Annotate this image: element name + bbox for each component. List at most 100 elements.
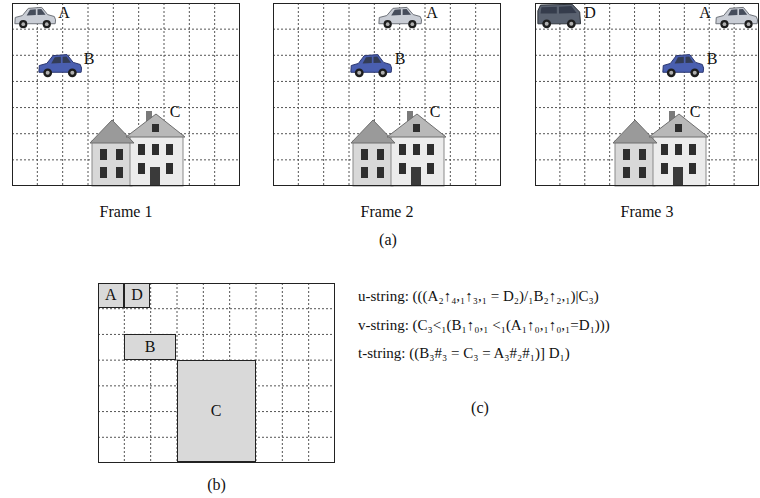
car-wheel [19, 20, 27, 28]
house-window [623, 167, 630, 178]
string-notation: v-string: (C₃<₁(B₁↑₀,₁ <₁(A₁↑₀,₁↑₀,₁=D₁)… [358, 317, 610, 334]
object-label: B [707, 50, 718, 68]
car-wheel [43, 20, 51, 28]
frame-grid: Frame 3 [535, 3, 759, 186]
house-window [377, 167, 384, 178]
grid-line [37, 3, 38, 186]
car-window [63, 56, 71, 63]
grid-lines [12, 3, 240, 186]
figure-caption: Frame 2 [274, 203, 500, 221]
grid-line [298, 3, 299, 186]
house-window [377, 149, 384, 160]
car-hub [381, 71, 385, 75]
grid-line [12, 29, 240, 30]
house-window [661, 144, 668, 155]
grid-line [535, 107, 759, 108]
house-window [675, 124, 682, 132]
house-window [689, 163, 696, 174]
house-wall [92, 141, 132, 186]
car-icon [379, 7, 422, 28]
car-wheel [378, 68, 387, 77]
object-label: A [699, 4, 711, 22]
grid-line [734, 3, 735, 186]
frame-grid: Frame 2 [273, 3, 501, 186]
grid-line [349, 3, 350, 186]
location-grid: (b)ADBC [98, 283, 335, 463]
car-wheel [43, 68, 52, 77]
car-icon [351, 55, 392, 78]
car-wheel [384, 20, 392, 28]
car-window [675, 57, 684, 64]
car-wheel [567, 19, 576, 28]
grid-line [12, 55, 240, 56]
grid-line [124, 283, 125, 463]
house-window [100, 167, 107, 178]
house-window [639, 149, 646, 160]
grid-line [88, 3, 89, 186]
car-hub [386, 22, 390, 26]
grid-line [559, 3, 560, 186]
house-wall [615, 141, 655, 186]
car-wheel [542, 19, 551, 28]
grid-line [535, 81, 759, 82]
house-icon [351, 111, 446, 186]
car-window [559, 6, 577, 13]
car-hub [693, 71, 697, 75]
car-wheel [744, 20, 752, 28]
car-hub [669, 71, 673, 75]
house-door [411, 167, 421, 186]
car-window [38, 9, 46, 15]
grid-lines [273, 3, 501, 186]
car-hub [70, 71, 74, 75]
grid-line [62, 3, 63, 186]
object-label: C [430, 103, 441, 121]
object-label: A [426, 4, 438, 22]
object-box: C [177, 360, 256, 463]
car-hub [46, 71, 50, 75]
grid-line [273, 29, 501, 30]
grid-line [475, 3, 476, 186]
car-window [27, 9, 36, 15]
grid-line [584, 3, 585, 186]
grid-line [323, 3, 324, 186]
grid-line [609, 3, 610, 186]
grid-line [273, 81, 501, 82]
house-window [689, 144, 696, 155]
house-window [116, 167, 123, 178]
house-window [675, 144, 682, 155]
grid-lines [535, 3, 759, 186]
car-window [363, 57, 372, 64]
frame-grid: Frame 1 [12, 3, 240, 186]
grid-line [214, 3, 215, 186]
panel-caption: (c) [471, 399, 489, 417]
house-icon [90, 111, 185, 186]
grid-line [12, 81, 240, 82]
house-roof [90, 120, 134, 143]
house-door [150, 167, 160, 186]
grid-line [535, 55, 759, 56]
van-icon [538, 4, 581, 28]
grid-line [282, 283, 283, 463]
house-window [639, 167, 646, 178]
house-window [427, 144, 434, 155]
object-label: B [395, 50, 406, 68]
grid-line [256, 283, 257, 463]
car-window [51, 57, 61, 64]
house-window [138, 163, 145, 174]
car-wheel [690, 68, 699, 77]
object-box: A [98, 283, 124, 309]
house-window [116, 149, 123, 160]
object-label: C [211, 402, 222, 420]
house-roof [351, 120, 395, 143]
house-window [361, 149, 368, 160]
grid-line [150, 283, 151, 463]
house-wall [653, 135, 706, 186]
object-label: C [170, 103, 181, 121]
house-window [413, 124, 420, 132]
grid-line [98, 308, 335, 309]
figure-caption: Frame 1 [13, 203, 239, 221]
grid-line [273, 107, 501, 108]
house-window [399, 163, 406, 174]
car-hub [410, 22, 414, 26]
